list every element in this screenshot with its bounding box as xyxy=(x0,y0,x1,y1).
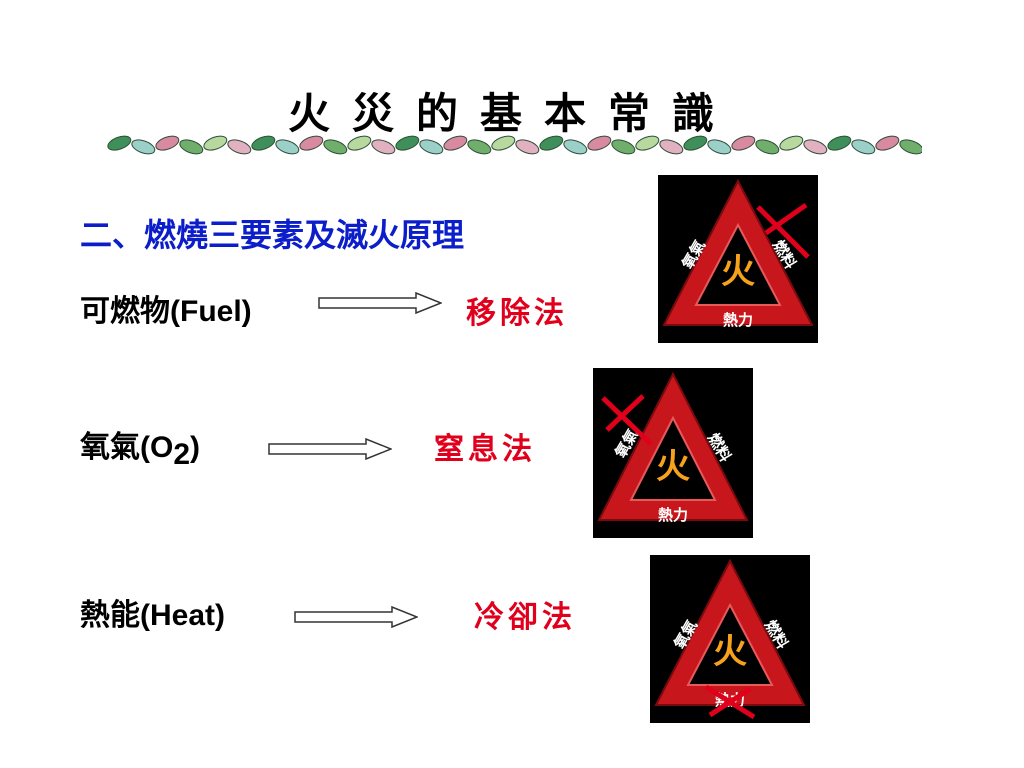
heat-side-label: 熱力 xyxy=(723,311,753,329)
garland-leaf xyxy=(827,135,852,151)
removal-method: 移除法 xyxy=(466,296,568,331)
oxygen-label-latin-pre: (O xyxy=(140,431,174,464)
garland-leaf xyxy=(227,139,252,155)
garland-leaf xyxy=(419,139,444,155)
leaf-garland-divider xyxy=(107,135,922,155)
garland-leaf xyxy=(491,135,516,151)
slide-subtitle: 二、燃燒三要素及滅火原理 xyxy=(80,216,465,254)
slide-title: 火災的基本常識 xyxy=(287,89,736,138)
fire-triangle-heat-removed: 火 氧氣 燃料 熱力 xyxy=(650,555,810,723)
fire-glyph: 火 xyxy=(713,632,747,672)
garland-leaf xyxy=(347,135,372,151)
fire-triangle-oxygen-removed: 火 氧氣 燃料 熱力 xyxy=(593,368,753,538)
garland-leaf xyxy=(803,139,828,155)
garland-leaf xyxy=(875,135,900,151)
arrow-fuel-icon xyxy=(318,292,442,314)
heat-label-latin: (Heat) xyxy=(140,599,226,632)
garland-leaf xyxy=(155,135,180,151)
garland-leaf xyxy=(587,135,612,151)
fire-triangle-fuel-removed: 火 氧氣 燃料 熱力 xyxy=(658,175,818,343)
heat-label-zh: 熱能 xyxy=(80,598,140,633)
garland-leaf xyxy=(371,139,396,155)
cross-mark-icon xyxy=(756,205,810,259)
garland-leaf xyxy=(179,139,204,155)
fuel-label: 可燃物(Fuel) xyxy=(80,286,252,330)
fire-glyph: 火 xyxy=(721,252,755,292)
garland-leaf xyxy=(683,135,708,151)
garland-leaf xyxy=(275,139,300,155)
heat-side-label: 熱力 xyxy=(658,506,688,524)
garland-leaf xyxy=(635,135,660,151)
garland-leaf xyxy=(611,139,636,155)
garland-leaf xyxy=(323,139,348,155)
garland-leaf xyxy=(467,139,492,155)
arrow-oxygen-icon xyxy=(268,438,392,460)
oxygen-label-zh: 氧氣 xyxy=(80,430,140,465)
garland-leaf xyxy=(131,139,156,155)
fuel-label-zh: 可燃物 xyxy=(80,294,170,329)
garland-leaf xyxy=(251,135,276,151)
garland-leaf xyxy=(299,135,324,151)
garland-leaf xyxy=(515,139,540,155)
oxygen-label-latin-post: ) xyxy=(190,431,201,464)
arrow-heat-icon xyxy=(294,606,418,628)
garland-leaf xyxy=(395,135,420,151)
garland-leaf xyxy=(899,139,922,155)
oxygen-label: 氧氣(O2) xyxy=(80,422,200,472)
garland-leaf xyxy=(539,135,564,151)
garland-leaf xyxy=(563,139,588,155)
fire-glyph: 火 xyxy=(656,447,690,487)
garland-leaf xyxy=(107,135,132,151)
garland-leaf xyxy=(851,139,876,155)
smothering-method: 窒息法 xyxy=(434,432,536,467)
garland-leaf xyxy=(443,135,468,151)
cross-mark-icon xyxy=(601,396,653,446)
garland-leaf xyxy=(731,135,756,151)
garland-leaf xyxy=(707,139,732,155)
cooling-method: 冷卻法 xyxy=(474,600,576,635)
garland-leaf xyxy=(755,139,780,155)
garland-leaf xyxy=(203,135,228,151)
heat-label: 熱能(Heat) xyxy=(80,590,225,634)
oxygen-label-sub: 2 xyxy=(173,438,191,471)
fuel-label-latin: (Fuel) xyxy=(170,295,252,328)
garland-leaf xyxy=(779,135,804,151)
garland-leaf xyxy=(659,139,684,155)
